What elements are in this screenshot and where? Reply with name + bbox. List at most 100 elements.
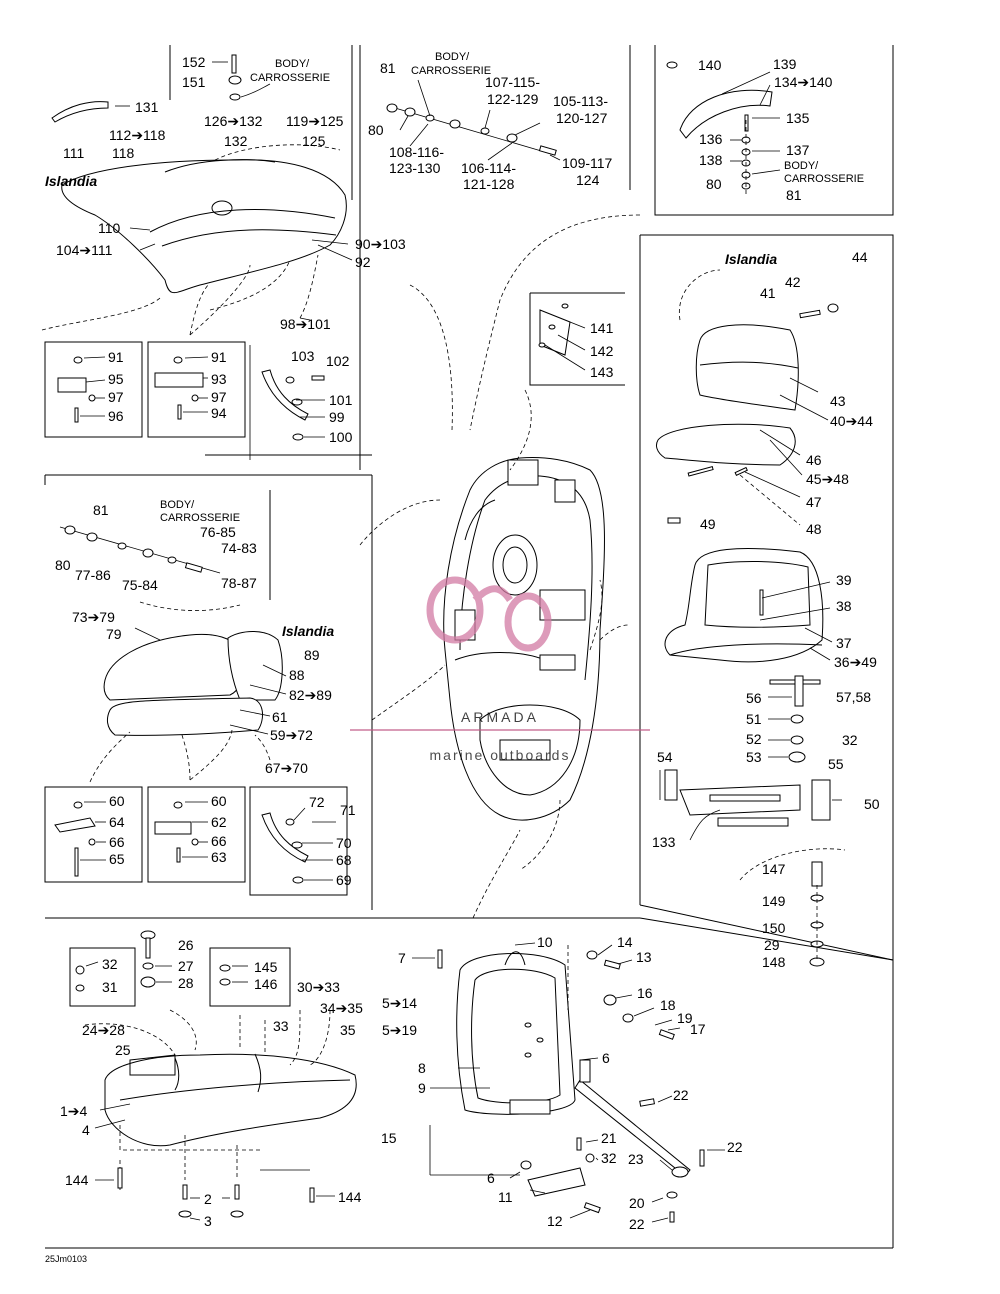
label-92: 92 [355,254,371,270]
label-132: 132 [224,133,248,149]
label-15: 15 [381,1130,397,1146]
label-79: 79 [106,626,122,642]
label-14a: 14 [617,934,633,950]
label-91a: 91 [108,349,124,365]
label-22a: 22 [673,1087,689,1103]
label-21: 21 [601,1130,617,1146]
body-label-center-line2: CARROSSERIE [411,65,491,77]
label-57: 57,58 [836,689,871,705]
label-118: 118 [112,145,135,161]
label-32a: 32 [842,732,858,748]
label-120: 120-127 [556,110,608,126]
label-8: 8 [418,1060,426,1076]
section-dividers [44,45,894,1249]
glovebox-group: Islandia [656,251,839,526]
label-149: 149 [762,893,786,909]
label-17: 17 [690,1021,706,1037]
label-103: 103 [291,348,315,364]
label-50: 50 [864,796,880,812]
label-68: 68 [336,852,352,868]
label-44: 44 [852,249,868,265]
label-26: 26 [178,937,194,953]
label-61: 61 [272,709,288,725]
label-96: 96 [108,408,124,424]
label-142: 142 [590,343,614,359]
seat-1 [104,1053,357,1147]
label-100: 100 [329,429,353,445]
label-95: 95 [108,371,124,387]
label-71: 71 [340,802,356,818]
label-42: 42 [785,274,801,290]
label-98: 98➔101 [280,316,331,332]
hood-cover-group: Islandia [41,54,353,336]
label-7: 7 [398,950,406,966]
label-10: 10 [537,934,553,950]
label-119: 119➔125 [286,113,344,129]
label-134: 134➔140 [774,74,833,90]
label-152: 152 [182,54,206,70]
label-108: 108-116- [389,144,444,160]
label-124: 124 [576,172,600,188]
brand-decal-89: Islandia [282,623,334,639]
doc-code: 25Jm0103 [45,1254,87,1264]
label-6a: 6 [602,1050,610,1066]
label-122: 122-129 [487,91,539,107]
label-133: 133 [652,834,676,850]
label-48: 48 [806,521,822,537]
label-4: 4 [82,1122,90,1138]
label-140: 140 [698,57,722,73]
label-88: 88 [289,667,305,683]
body-label-right-line1: BODY/ [784,160,819,172]
label-30: 30➔33 [297,979,340,995]
label-147: 147 [762,861,786,877]
label-93: 93 [211,371,227,387]
label-16: 16 [637,985,653,1001]
label-112: 112➔118 [109,127,166,143]
label-150: 150 [762,920,786,936]
label-49: 49 [700,516,716,532]
label-39: 39 [836,572,852,588]
label-106: 106-114- [461,160,516,176]
cover-43 [695,324,799,411]
label-55: 55 [828,756,844,772]
label-69: 69 [336,872,352,888]
label-23: 23 [628,1151,644,1167]
label-46: 46 [806,452,822,468]
label-141: 141 [590,320,614,336]
body-label-right-line2: CARROSSERIE [784,173,864,185]
label-38: 38 [836,598,852,614]
label-34: 34➔35 [320,1000,363,1016]
watermark: ARMADA marine outboards [350,576,650,763]
hardware-row-top-center [386,79,561,161]
label-77: 77-86 [75,567,111,583]
label-80a: 80 [368,122,384,138]
label-13: 13 [636,949,652,965]
body-label-left-line2: CARROSSERIE [160,512,240,524]
label-27: 27 [178,958,194,974]
seat-latch-group [659,769,846,967]
label-70: 70 [336,835,352,851]
label-89: 89 [304,647,320,663]
label-40: 40➔44 [830,413,873,429]
body-label-top-line2: CARROSSERIE [250,72,330,84]
label-104: 104➔111 [56,242,113,258]
seat-base-61 [106,697,263,736]
label-2: 2 [204,1191,212,1207]
label-32b: 32 [102,956,118,972]
seat-base-36 [664,548,833,763]
label-47: 47 [806,494,822,510]
label-94: 94 [211,405,227,421]
handle-139 [679,89,773,139]
body-label-top-line1: BODY/ [275,58,310,70]
label-3: 3 [204,1213,212,1229]
bracket-boxes-top [44,341,325,460]
body-label-center-line1: BODY/ [435,51,470,63]
label-97b: 97 [211,389,227,405]
label-1: 1➔4 [60,1103,88,1119]
body-label-left-line1: BODY/ [160,499,195,511]
label-29: 29 [764,937,780,953]
front-seat-group [69,930,357,1221]
tray-46 [656,423,796,466]
label-53: 53 [746,749,762,765]
label-105: 105-113- [553,93,608,109]
